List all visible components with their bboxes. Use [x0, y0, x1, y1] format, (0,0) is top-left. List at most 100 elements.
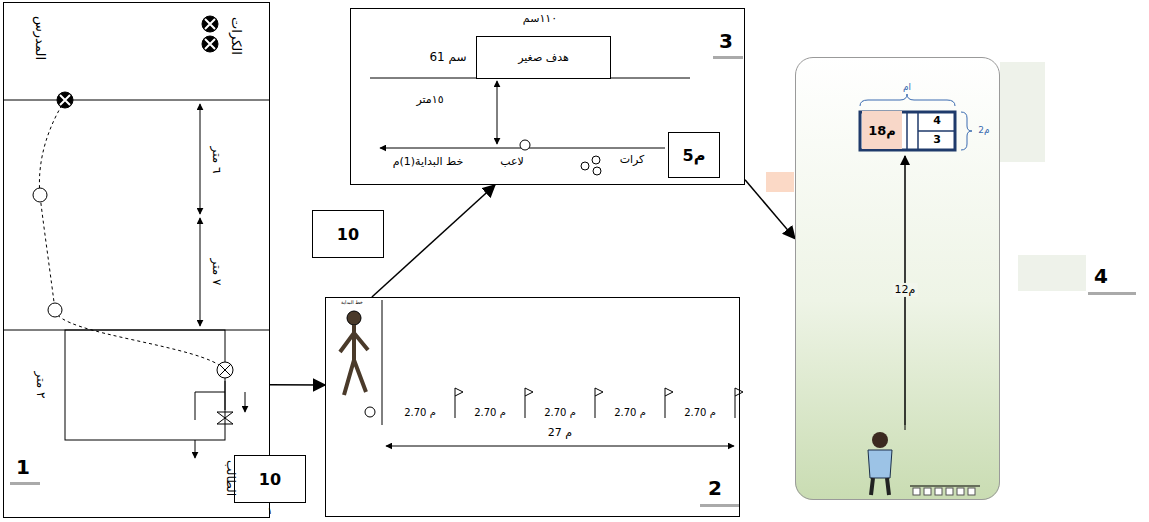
ball — [593, 167, 601, 175]
ball — [946, 488, 953, 495]
drawing-label: كرات — [620, 154, 645, 166]
ball-symbol — [205, 19, 215, 29]
width-bracket — [860, 94, 955, 106]
flag-poles — [595, 388, 603, 418]
distance-arrow — [386, 446, 734, 447]
text-box: 10 — [312, 210, 384, 258]
number-bar — [10, 482, 40, 485]
drawing-label: ٧ متر — [209, 259, 222, 286]
ball-symbol — [202, 16, 218, 32]
start-area — [65, 330, 225, 440]
flag-poles — [525, 388, 533, 418]
blank-box — [1018, 255, 1086, 291]
text-box: 10 — [234, 455, 306, 503]
drawing-label: الطالب — [223, 460, 236, 496]
valve-symbol — [217, 412, 233, 424]
distance-arrow — [905, 425, 906, 430]
player-circle — [520, 140, 530, 150]
panel-number: 4 — [1094, 264, 1108, 288]
drawing-label: 2.70 م — [614, 407, 646, 418]
flag-poles — [665, 388, 673, 418]
panel-number: 2 — [708, 476, 722, 500]
box-label: 10 — [337, 225, 359, 244]
ball-symbol — [205, 39, 215, 49]
teacher-symbol — [60, 95, 70, 105]
ball — [935, 488, 942, 495]
dimension-arrow — [200, 218, 201, 326]
ball — [592, 156, 600, 164]
box-label: هدف صغير — [518, 51, 569, 64]
ball-row — [913, 488, 975, 495]
student-symbol — [217, 362, 233, 378]
flow-arrow — [745, 180, 795, 239]
number-bar — [713, 56, 743, 59]
player-figure — [340, 325, 368, 395]
drawing-label: الكرات — [229, 17, 243, 55]
drawing-label: 2.70 م — [404, 407, 436, 418]
court-line — [3, 100, 270, 101]
drawing-label: ١١٠سم — [523, 13, 557, 25]
drawing-label: خط البداية(1)م — [393, 156, 464, 168]
player-figure — [871, 478, 889, 495]
drawing-label: ٦ متر — [209, 147, 222, 174]
drawing-label: 2م — [978, 126, 989, 136]
player-figure — [868, 450, 892, 478]
panel-number: 3 — [719, 29, 733, 53]
drawing-label: لاعب — [500, 156, 524, 168]
cone — [33, 188, 47, 202]
player-figure — [347, 311, 361, 325]
drawing-label: ٢ متر — [33, 372, 46, 399]
drawing-label: 61 سم — [429, 51, 466, 64]
panel-one-drawing — [3, 16, 270, 458]
blank-box — [766, 172, 794, 192]
box-label: 18م — [868, 123, 896, 138]
ball-symbol — [202, 36, 218, 52]
drawing-label: المدرس — [33, 16, 47, 60]
number-bar — [1088, 292, 1136, 295]
drawing-label: 4 — [933, 115, 941, 127]
flow-arrow — [270, 384, 325, 386]
text-box: هدف صغير — [476, 36, 611, 79]
dimension-arrow — [200, 104, 201, 214]
ball — [968, 488, 975, 495]
drawing-label: 12م — [893, 283, 918, 297]
panel-four-drawing — [766, 57, 1136, 500]
text-box: 5م — [668, 132, 720, 178]
flow-arrow — [372, 185, 495, 297]
flag-poles — [455, 388, 463, 418]
drawing-label: 2.70 م — [684, 407, 716, 418]
ball — [581, 162, 589, 170]
movement-arrow — [195, 440, 196, 458]
target-grid — [860, 112, 955, 150]
flag-poles — [455, 388, 743, 418]
ball — [913, 488, 920, 495]
drawing-label: 3 — [933, 134, 941, 146]
cone — [48, 303, 62, 317]
ball — [365, 407, 375, 417]
ball-row-line — [910, 486, 980, 487]
dribble-path — [39, 100, 225, 370]
drawing-label: ١ — [268, 507, 273, 517]
movement-arrow — [245, 392, 246, 412]
panel-two-drawing — [340, 300, 743, 507]
ball — [957, 488, 964, 495]
panel-ground — [795, 57, 1000, 500]
box-label: 5م — [683, 146, 706, 165]
player-figure — [872, 432, 888, 448]
flag-poles — [735, 388, 743, 418]
ball — [924, 488, 931, 495]
number-bar — [700, 504, 740, 507]
student-symbol — [219, 364, 231, 376]
distance-arrow — [497, 81, 498, 144]
drawing-label: ١٥متر — [416, 94, 443, 106]
panel-frame: 4 18م — [795, 57, 1000, 500]
box-label: 10 — [259, 470, 281, 489]
drawing-label: خط البداية — [341, 300, 363, 306]
teacher-symbol — [57, 92, 73, 108]
text-box: 18م — [862, 111, 902, 149]
drawing-label: ام — [903, 83, 911, 93]
blank-box — [1000, 62, 1045, 162]
panel-number: 1 — [16, 455, 30, 479]
drawing-label: 27 م — [548, 427, 572, 439]
